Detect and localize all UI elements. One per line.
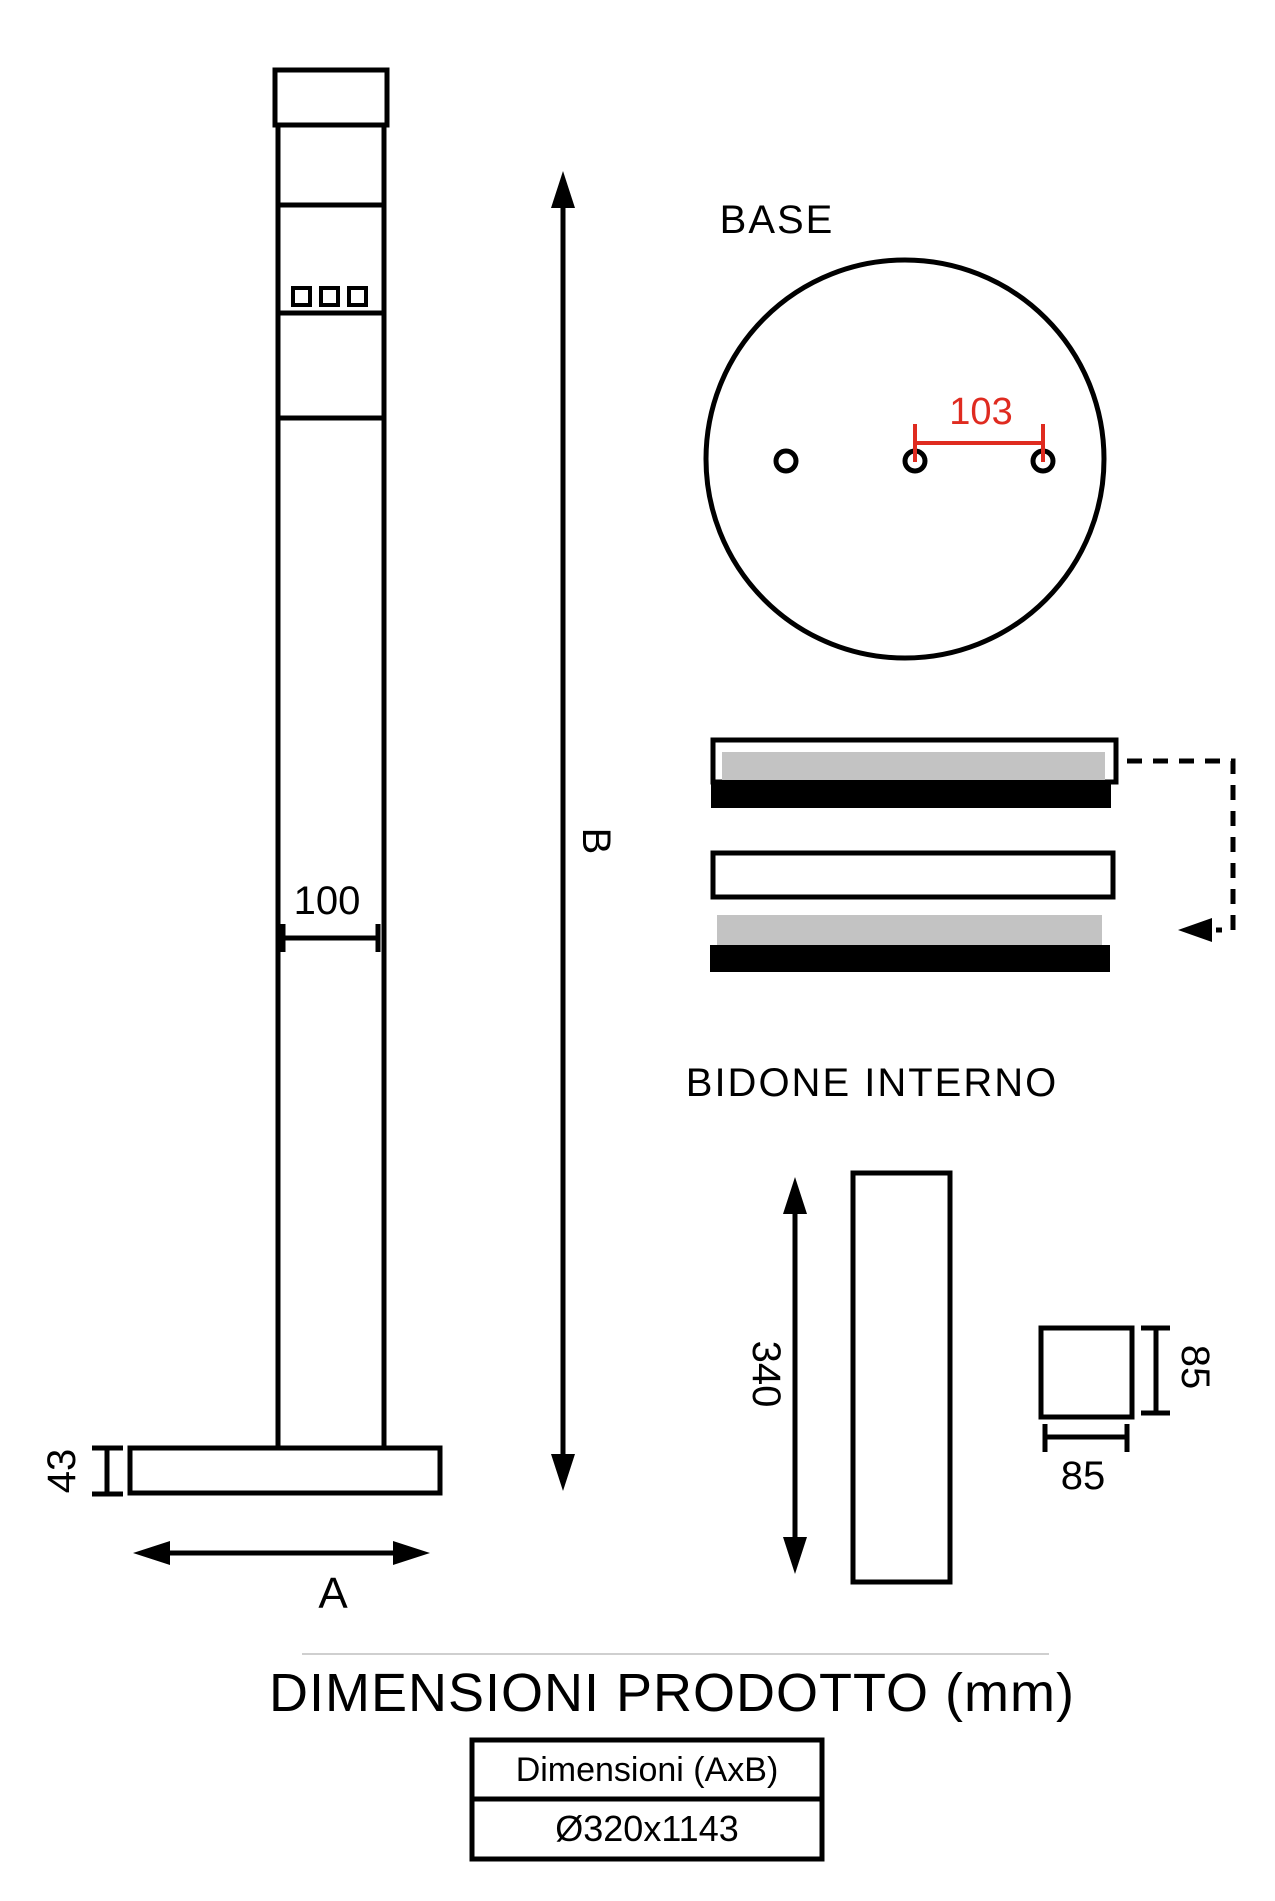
height-letter-label: B: [574, 827, 618, 855]
vent-square-2: [319, 286, 340, 307]
base-view-title: BASE: [719, 198, 835, 242]
post-cap: [272, 67, 390, 128]
base-plate: [127, 1445, 443, 1496]
bin-height-dim-label: 340: [744, 1340, 788, 1408]
square-width-dim-label: 85: [1060, 1454, 1106, 1498]
mounting-hole-1: [773, 448, 799, 474]
post-body: [275, 122, 387, 1451]
vent-square-1: [291, 286, 312, 307]
flip-path-dashed-line: [1127, 758, 1236, 933]
dim-A-arrowhead-left: [133, 1541, 170, 1565]
flip-path-arrowhead: [1178, 918, 1212, 942]
tray-bottom-black-strip: [710, 945, 1110, 972]
dim-A-arrowhead-right: [393, 1541, 430, 1565]
dim-B-arrowhead-bottom: [551, 1454, 575, 1491]
square-height-dim-label: 85: [1173, 1344, 1217, 1390]
base-top-view-circle: [703, 257, 1107, 661]
vent-square-3: [347, 286, 368, 307]
footer-title: DIMENSIONI PRODOTTO (mm): [269, 1663, 1075, 1723]
dim-340-arrowhead-top: [783, 1177, 807, 1214]
hole-spacing-dim-label: 103: [949, 391, 1013, 433]
inner-bin-rect: [850, 1170, 953, 1585]
tray-top-black-strip: [711, 782, 1111, 808]
bin-base-square: [1038, 1325, 1135, 1420]
post-width-dim-label: 100: [293, 879, 361, 923]
width-letter-label: A: [318, 1569, 348, 1618]
inner-bin-title: BIDONE INTERNO: [685, 1061, 1059, 1105]
dim-103-group: [913, 424, 1045, 462]
dim-B-arrowhead-top: [551, 171, 575, 208]
table-header-cell: Dimensioni (AxB): [515, 1751, 779, 1789]
base-height-dim-label: 43: [40, 1448, 84, 1494]
tray-bottom-gray-insert: [717, 915, 1102, 945]
tray-top-gray-insert: [722, 752, 1105, 780]
dim-340-arrowhead-bottom: [783, 1537, 807, 1574]
tray-middle-shell: [710, 850, 1116, 900]
table-value-cell: Ø320x1143: [555, 1808, 739, 1849]
